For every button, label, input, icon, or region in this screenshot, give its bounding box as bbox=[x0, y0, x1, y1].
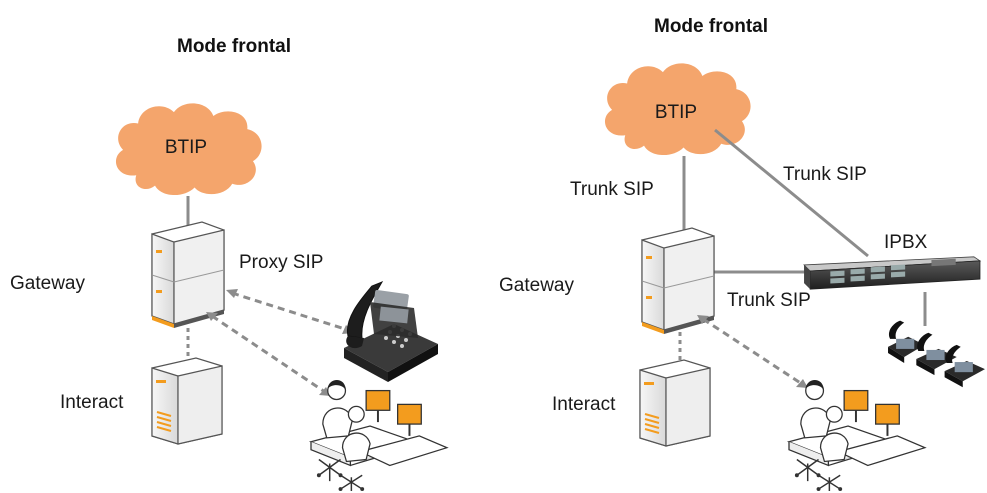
left-ip-phone-icon bbox=[343, 281, 439, 383]
left-panel: Mode frontal BTIP Gateway Proxy SIP Inte… bbox=[10, 36, 448, 493]
left-interact-label: Interact bbox=[60, 392, 124, 413]
right-agents-icon bbox=[788, 379, 926, 493]
right-trunk-lower-label: Trunk SIP bbox=[727, 290, 811, 311]
left-cloud-label: BTIP bbox=[165, 137, 207, 158]
right-trunk-ipbx-label: Trunk SIP bbox=[783, 164, 867, 185]
left-gateway-label: Gateway bbox=[10, 273, 85, 294]
left-arrowhead-3 bbox=[206, 312, 218, 321]
right-panel-title: Mode frontal bbox=[654, 16, 768, 37]
right-trunk-gateway-label: Trunk SIP bbox=[570, 179, 654, 200]
left-agents-icon bbox=[310, 379, 448, 493]
right-arrowhead-2 bbox=[796, 379, 808, 388]
right-gateway-label: Gateway bbox=[499, 275, 574, 296]
right-ipbx-label: IPBX bbox=[884, 232, 928, 253]
right-ipbx-server-icon bbox=[803, 256, 981, 290]
left-arrowhead-1 bbox=[226, 289, 238, 298]
right-arrowhead-1 bbox=[697, 315, 709, 324]
right-cloud-ipbx-link bbox=[714, 128, 869, 258]
right-panel: Mode frontal BTIP Trunk SIP Trunk SIP IP… bbox=[499, 16, 985, 493]
left-gateway-icon bbox=[151, 221, 225, 329]
left-proxy-links bbox=[211, 291, 349, 394]
right-interact-label: Interact bbox=[552, 394, 616, 415]
right-gateway-agents-link bbox=[702, 317, 803, 386]
left-panel-title: Mode frontal bbox=[177, 36, 291, 57]
right-ip-phones-icon bbox=[888, 320, 985, 388]
right-interact-server-icon bbox=[639, 359, 711, 447]
left-proxy-label: Proxy SIP bbox=[239, 252, 323, 273]
left-interact-server-icon bbox=[151, 357, 223, 445]
right-cloud-label: BTIP bbox=[655, 102, 697, 123]
